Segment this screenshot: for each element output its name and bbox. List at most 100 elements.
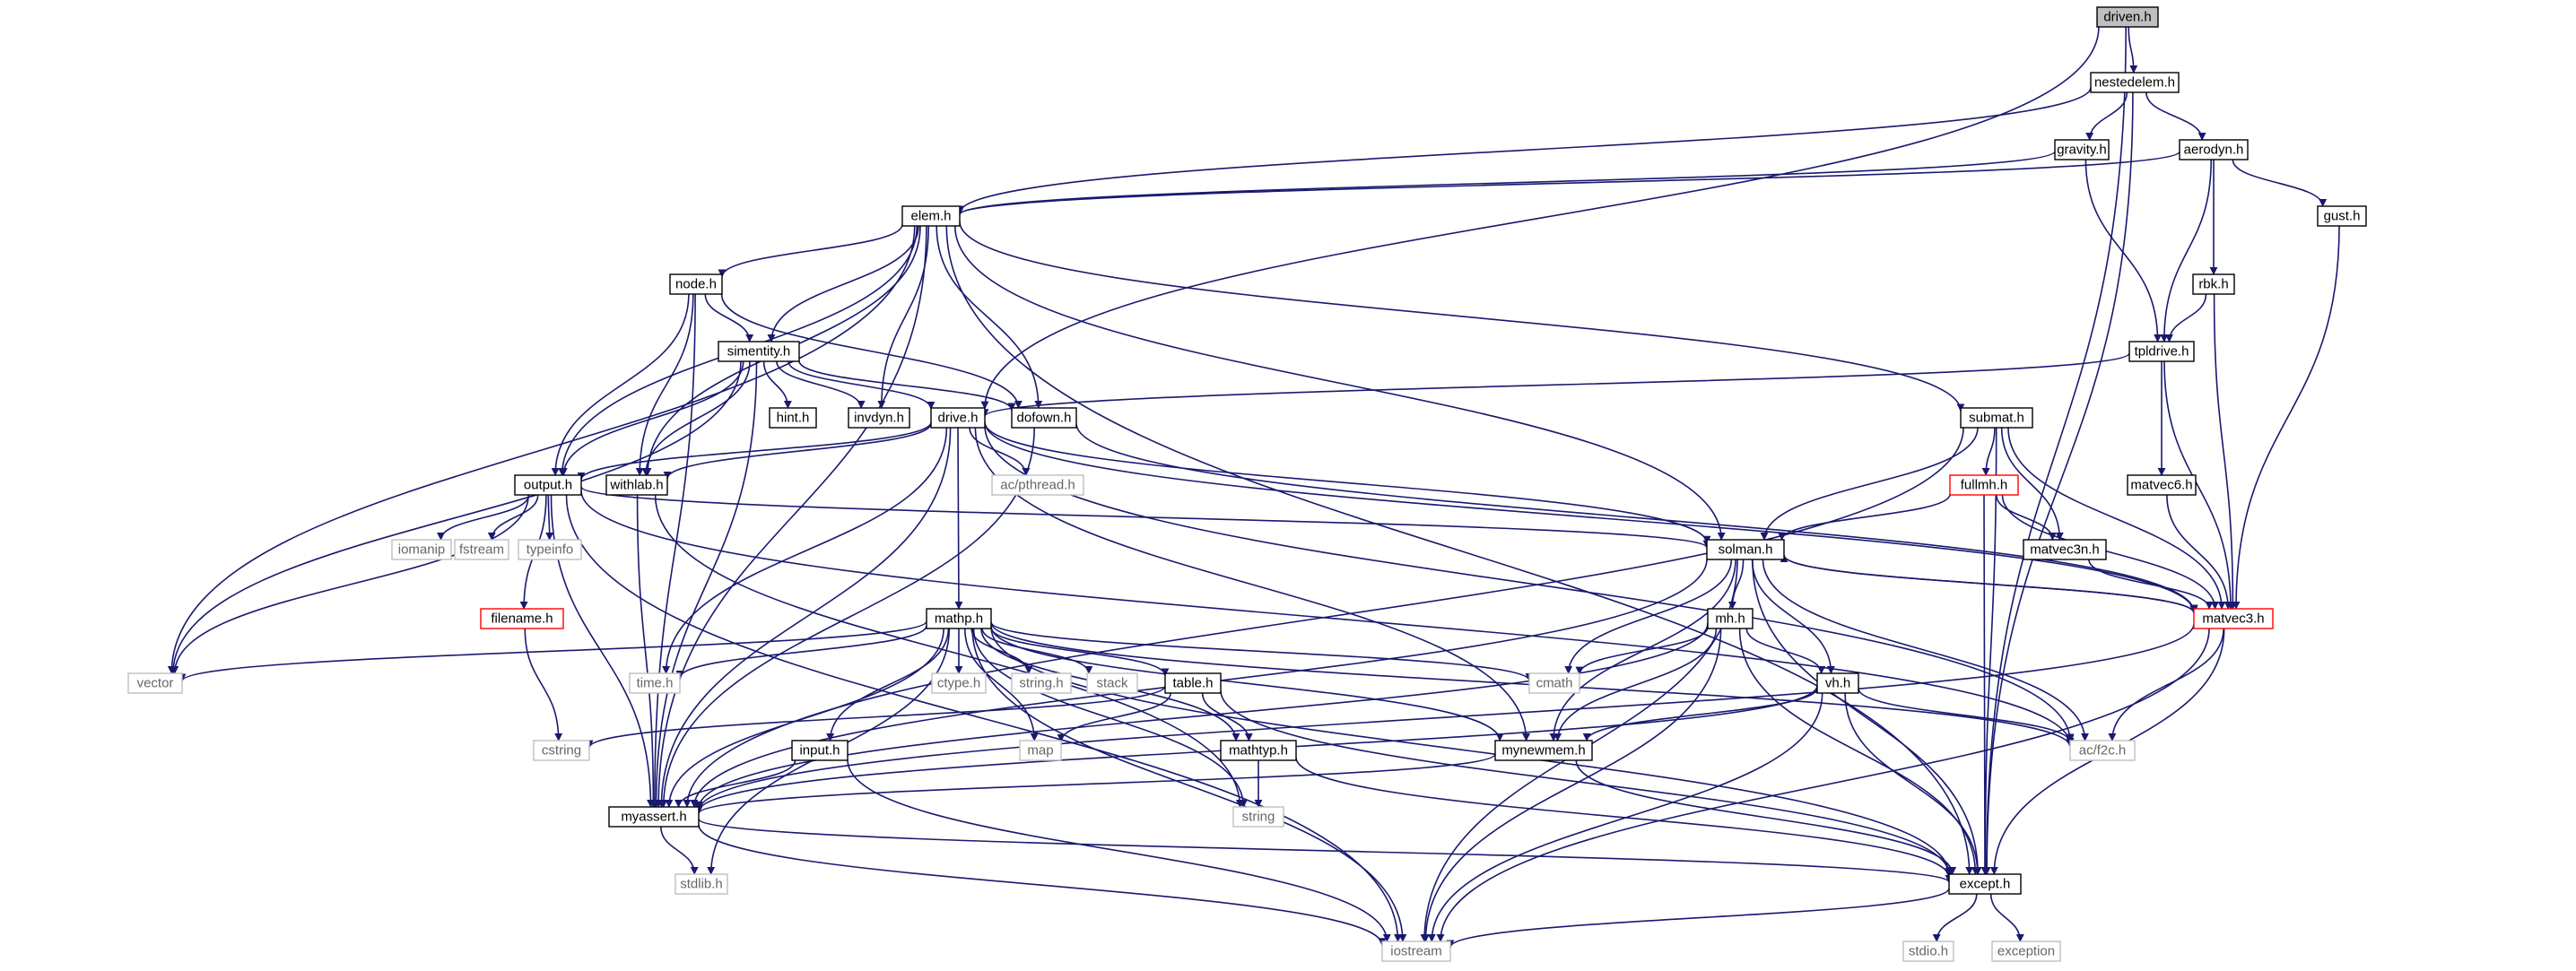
edge-node_h-to-simentity_h: [704, 293, 754, 342]
edge-mh_h-to-vh_h: [1745, 628, 1826, 674]
node-label-mynewmem_h: mynewmem.h: [1501, 743, 1585, 759]
edge-simentity_h-to-myassert_h: [652, 360, 758, 808]
edge-elem_h-to-node_h: [718, 224, 903, 278]
node-rbk_h[interactable]: rbk.h: [2192, 273, 2235, 295]
edge-mathp_h-to-cmath: [990, 621, 1534, 681]
edge-drive_h-to-solman_h: [984, 421, 1711, 544]
node-label-matvec3n_h: matvec3n.h: [2030, 542, 2100, 558]
edge-input_h-to-myassert_h: [674, 759, 796, 808]
node-box-output_h: [514, 474, 582, 496]
node-input_h[interactable]: input.h: [791, 740, 849, 761]
node-box-f2c_h: [2069, 740, 2136, 761]
node-box-input_h: [791, 740, 849, 761]
node-matvec3_h[interactable]: matvec3.h: [2193, 608, 2274, 629]
node-drive_h[interactable]: drive.h: [930, 407, 986, 429]
node-iomanip: iomanip: [391, 539, 452, 560]
node-mathp_h[interactable]: mathp.h: [926, 608, 992, 629]
node-matvec3n_h[interactable]: matvec3n.h: [2023, 539, 2107, 560]
edge-mathp_h-to-vector: [178, 620, 927, 682]
node-box-simentity_h: [718, 341, 800, 362]
node-solman_h[interactable]: solman.h: [1706, 539, 1785, 560]
edge-except_h-to-stdio_h: [1932, 893, 1978, 942]
edge-matvec3_h-to-f2c_h: [2108, 628, 2224, 741]
edge-nestedelem_h-to-except_h: [1982, 91, 2134, 875]
edge-node_h-to-output_h: [551, 293, 690, 476]
node-matvec6_h[interactable]: matvec6.h: [2127, 474, 2197, 496]
node-label-iomanip: iomanip: [398, 542, 446, 558]
node-box-rbk_h: [2192, 273, 2235, 295]
edge-tpldrive_h-to-matvec3_h: [2163, 360, 2235, 610]
node-node_h[interactable]: node.h: [669, 273, 723, 295]
node-box-matvec6_h: [2127, 474, 2197, 496]
node-output_h[interactable]: output.h: [514, 474, 582, 496]
node-label-nestedelem_h: nestedelem.h: [2094, 75, 2175, 91]
node-hint_h[interactable]: hint.h: [769, 407, 817, 429]
node-label-time_h: time.h: [637, 676, 674, 691]
node-string: string: [1232, 806, 1284, 828]
node-stack: stack: [1086, 672, 1138, 694]
node-simentity_h[interactable]: simentity.h: [718, 341, 800, 362]
node-mathtyp_h[interactable]: mathtyp.h: [1220, 740, 1297, 761]
node-table_h[interactable]: table.h: [1164, 672, 1222, 694]
node-mynewmem_h[interactable]: mynewmem.h: [1494, 740, 1593, 761]
node-gravity_h[interactable]: gravity.h: [2054, 139, 2110, 160]
edge-simentity_h-to-vector: [169, 360, 742, 674]
node-stdlib_h: stdlib.h: [674, 873, 728, 895]
node-filename_h[interactable]: filename.h: [480, 608, 564, 629]
node-cmath: cmath: [1528, 672, 1580, 694]
edge-mathp_h-to-table_h: [990, 627, 1170, 677]
node-tpldrive_h[interactable]: tpldrive.h: [2128, 341, 2195, 362]
node-map: map: [1019, 740, 1062, 761]
edge-fullmh_h-to-matvec3n_h: [1996, 494, 2057, 541]
node-box-withlab_h: [605, 474, 668, 496]
node-box-iostream: [1381, 941, 1451, 962]
node-box-string: [1232, 806, 1284, 828]
node-driven_h[interactable]: driven.h: [2096, 6, 2159, 28]
node-vh_h[interactable]: vh.h: [1816, 672, 1859, 694]
edge-driven_h-to-except_h: [1982, 26, 2127, 875]
node-box-stdio_h: [1902, 941, 1954, 962]
node-label-mathp_h: mathp.h: [935, 611, 983, 627]
node-mh_h[interactable]: mh.h: [1707, 608, 1754, 629]
edge-simentity_h-to-dofown_h: [798, 360, 1016, 412]
node-withlab_h[interactable]: withlab.h: [605, 474, 668, 496]
edge-filename_h-to-cstring: [524, 628, 563, 741]
edge-table_h-to-mathtyp_h: [1201, 692, 1253, 741]
node-box-gravity_h: [2054, 139, 2110, 160]
node-fullmh_h[interactable]: fullmh.h: [1949, 474, 2019, 496]
edge-elem_h-to-solman_h: [954, 225, 1726, 541]
node-aerodyn_h[interactable]: aerodyn.h: [2179, 139, 2249, 160]
node-box-vector: [127, 672, 183, 694]
edge-drive_h-to-mathp_h: [954, 427, 963, 610]
node-label-mh_h: mh.h: [1715, 611, 1745, 627]
node-label-table_h: table.h: [1172, 676, 1213, 691]
edge-mh_h-to-except_h: [1738, 628, 1980, 875]
node-box-drive_h: [930, 407, 986, 429]
edge-simentity_h-to-hint_h: [762, 360, 792, 409]
edge-submat_h-to-matvec3n_h: [2000, 427, 2064, 541]
node-dofown_h[interactable]: dofown.h: [1011, 407, 1077, 429]
node-nestedelem_h[interactable]: nestedelem.h: [2090, 72, 2180, 93]
node-label-matvec6_h: matvec6.h: [2130, 478, 2192, 493]
node-label-pthread_h: ac/pthread.h: [1000, 478, 1075, 493]
edge-aerodyn_h-to-gust_h: [2232, 159, 2328, 207]
node-box-node_h: [669, 273, 723, 295]
node-invdyn_h[interactable]: invdyn.h: [848, 407, 910, 429]
node-elem_h[interactable]: elem.h: [901, 205, 961, 227]
node-box-mh_h: [1707, 608, 1754, 629]
node-submat_h[interactable]: submat.h: [1960, 407, 2033, 429]
edge-mh_h-to-cmath: [1575, 626, 1709, 675]
edge-mh_h-to-iostream: [1421, 628, 1722, 942]
node-stdio_h: stdio.h: [1902, 941, 1954, 962]
nodes-layer: driven.h nestedelem.h gravity.h aerodyn.h el…: [127, 6, 2367, 962]
node-box-map: [1019, 740, 1062, 761]
edge-withlab_h-to-myassert_h: [636, 494, 657, 808]
node-except_h[interactable]: except.h: [1948, 873, 2022, 895]
edge-matvec6_h-to-matvec3_h: [2166, 494, 2232, 610]
node-box-mathtyp_h: [1220, 740, 1297, 761]
edge-matvec3n_h-to-matvec3_h: [2088, 559, 2214, 610]
node-myassert_h[interactable]: myassert.h: [608, 806, 700, 828]
node-gust_h[interactable]: gust.h: [2317, 205, 2367, 227]
edge-aerodyn_h-to-elem_h: [955, 151, 2180, 216]
edge-table_h-to-except_h: [1220, 689, 1954, 876]
